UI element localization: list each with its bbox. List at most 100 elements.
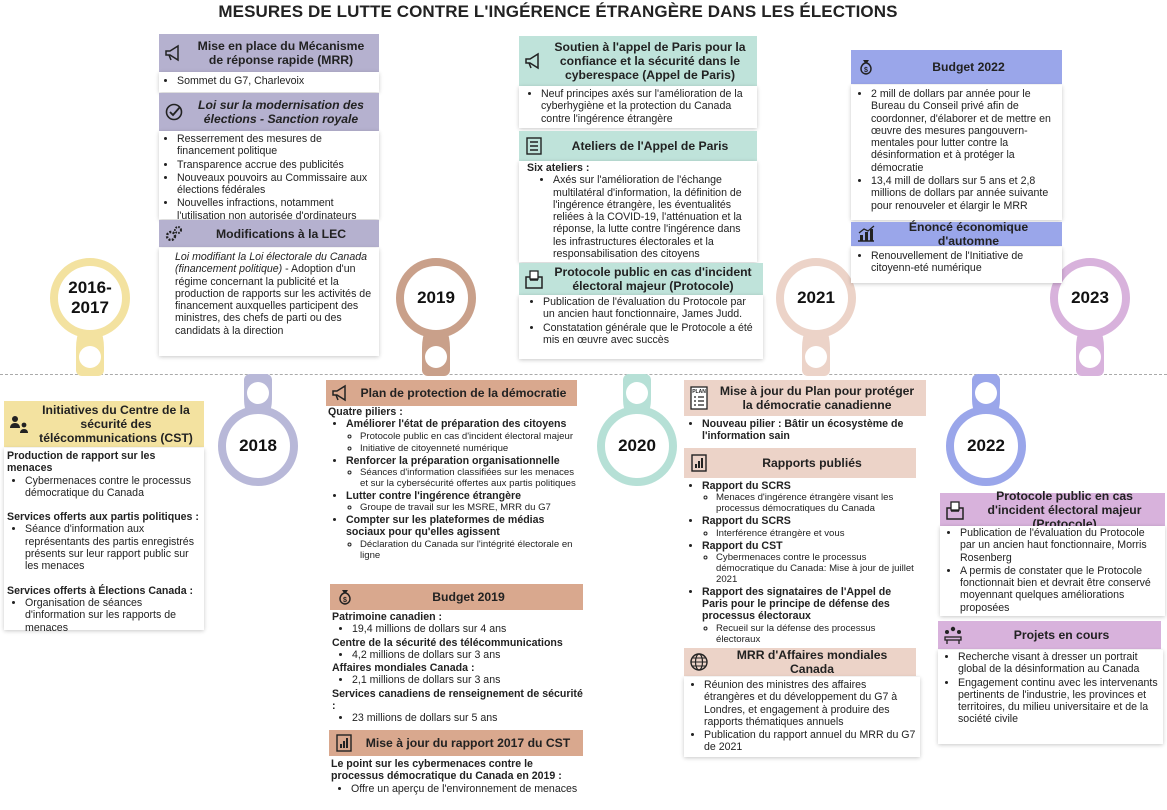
budget-group: Services canadiens de renseignement de s… (332, 687, 583, 713)
mrrAM-header: MRR d'Affaires mondiales Canada (684, 648, 916, 676)
plan2020-header: PLAN Mise à jour du Plan pour protéger l… (684, 380, 926, 416)
year-label-2020: 2020 (597, 406, 677, 486)
cst-section-3: Services offerts à Élections Canada : (7, 584, 194, 597)
mrr-header: Mise en place du Mécanisme de réponse ra… (159, 34, 379, 72)
year-pin-2021: 2021 (776, 258, 856, 376)
list-item: A permis de constater que le Protocole f… (960, 565, 1161, 614)
cst2017-header: Mise à jour du rapport 2017 du CST (329, 730, 583, 756)
pillar-name: Améliorer l'état de préparation des cito… (346, 418, 567, 431)
checklist-icon (523, 135, 545, 157)
list-item: Nouveaux pouvoirs au Commissaire aux éle… (177, 172, 375, 197)
globe-icon (688, 651, 710, 673)
page-title: MESURES DE LUTTE CONTRE L'INGÉRENCE ÉTRA… (218, 2, 898, 21)
list-item: Menaces d'ingérence étrangère visant les… (716, 492, 916, 514)
list-item: Organisation de séances d'information su… (25, 597, 201, 634)
year-label-2018: 2018 (218, 406, 298, 486)
list-item: Interférence étrangère et vous (716, 528, 916, 539)
mrrAM-title: MRR d'Affaires mondiales Canada (736, 648, 888, 676)
loi-header: Loi sur la modernisation des élections -… (159, 93, 379, 131)
ateliers-lead: Six ateliers : (527, 162, 590, 174)
cst-section-1: Production de rapport sur les menaces (7, 450, 156, 475)
pillar-name: Renforcer la préparation organisationnel… (346, 454, 560, 467)
budget-group: Affaires mondiales Canada : (332, 662, 475, 675)
paris-body: Neuf principes axés sur l'amélioration d… (519, 86, 757, 128)
report-name: Rapport du SCRS (702, 515, 791, 528)
year-pin-2020: 2020 (597, 374, 677, 486)
list-item: Nouveau pilier : Bâtir un écosystème de … (702, 418, 920, 443)
pillar-name: Lutter contre l'ingérence étrangère (346, 489, 522, 502)
report-chart-icon (688, 452, 710, 474)
rapports-title: Rapports publiés (762, 456, 862, 470)
year-pin-2018: 2018 (218, 374, 298, 486)
ateliers-body: Six ateliers : Axés sur l'amélioration d… (519, 161, 757, 262)
list-item: Offre un aperçu de l'environnement de me… (351, 783, 583, 795)
money-bag-icon: $ (855, 56, 877, 78)
list-item: 2 mill de dollars par année pour le Bure… (871, 88, 1058, 174)
enonce-title: Énoncé économique d'automne (908, 220, 1029, 248)
year-pin-2023: 2023 (1050, 258, 1130, 376)
list-item: Séances d'information classifiées sur le… (360, 467, 580, 489)
list-item: Cybermenaces contre le processus démocra… (716, 552, 916, 585)
loi-body: Resserrement des mesures de financement … (159, 131, 379, 222)
lec-header: Modifications à la LEC (159, 220, 379, 247)
protocole2022-body: Publication de l'évaluation du Protocole… (940, 526, 1165, 616)
year-pin-2016-2017: 2016- 2017 (50, 258, 130, 376)
list-item: 19,4 millions de dollars sur 4 ans (352, 623, 584, 635)
ballot-box-icon (523, 268, 545, 290)
cst-body: Production de rapport sur les menaces Cy… (4, 448, 204, 634)
list-item: Recherche visant à dresser un portrait g… (958, 651, 1159, 676)
megaphone-icon (330, 382, 352, 404)
list-item: 13,4 mill de dollars sur 5 ans et 2,8 mi… (871, 175, 1058, 212)
cst2017-body: Le point sur les cybermenaces contre le … (329, 758, 585, 808)
list-item: Sommet du G7, Charlevoix (177, 75, 375, 87)
list-item: Resserrement des mesures de financement … (177, 133, 375, 158)
growth-chart-icon (855, 223, 877, 245)
rapports-header: Rapports publiés (684, 448, 916, 478)
checkmark-circle-icon (163, 101, 185, 123)
projets-body: Recherche visant à dresser un portrait g… (938, 650, 1163, 744)
year-label-2022: 2022 (946, 406, 1026, 486)
money-bag-icon: $ (334, 586, 356, 608)
megaphone-icon (163, 42, 185, 64)
budget2022-header: $ Budget 2022 (851, 50, 1062, 84)
cst-header: Initiatives du Centre de la sécurité des… (4, 401, 204, 447)
list-item: Initiative de citoyenneté numérique (360, 443, 580, 454)
lec-law-name: Loi modifiant la Loi électorale du Canad… (175, 251, 367, 276)
people-network-icon (8, 413, 30, 435)
lec-text: - Adoption d'un régime concernant la pub… (175, 263, 372, 337)
plan2020-body: Nouveau pilier : Bâtir un écosystème de … (684, 418, 924, 446)
protocole2021-header: Protocole public en cas d'incident élect… (519, 263, 763, 295)
plan-icon-label: PLAN (692, 389, 706, 395)
list-item: Cybermenaces contre le processus démocra… (25, 475, 201, 500)
list-item: Recueil sur la défense des processus éle… (716, 623, 916, 645)
svg-text:$: $ (864, 67, 868, 74)
list-item: Groupe de travail sur les MSRE, MRR du G… (360, 502, 580, 513)
budget-group: Patrimoine canadien : (332, 611, 443, 623)
lec-title: Modifications à la LEC (215, 226, 347, 241)
svg-text:$: $ (343, 597, 347, 604)
plan-header: Plan de protection de la démocratie (326, 380, 577, 406)
plan-title: Plan de protection de la démocratie (360, 386, 567, 400)
year-label-2021: 2021 (776, 258, 856, 338)
list-item: Publication de l'évaluation du Protocole… (960, 527, 1161, 564)
list-item: Protocole public en cas d'incident élect… (360, 431, 580, 442)
enonce-header: Énoncé économique d'automne (851, 220, 1062, 248)
mrr-title: Mise en place du Mécanisme de réponse ra… (197, 39, 365, 67)
cst-title: Initiatives du Centre de la sécurité des… (39, 403, 193, 445)
budget2022-title: Budget 2022 (932, 60, 1005, 74)
year-pin-2022: 2022 (946, 374, 1026, 486)
protocole2021-title: Protocole public en cas d'incident élect… (554, 265, 752, 293)
list-item: Constatation générale que le Protocole a… (543, 322, 759, 347)
protocole2022-header: Protocole public en cas d'incident élect… (940, 489, 1165, 531)
list-item: Neuf principes axés sur l'amélioration d… (541, 88, 753, 125)
year-label-2019: 2019 (396, 258, 476, 338)
budget2019-header: $ Budget 2019 (330, 584, 583, 610)
meeting-icon (942, 624, 964, 646)
mrr-body: Sommet du G7, Charlevoix (159, 72, 379, 92)
paris-title: Soutien à l'appel de Paris pour la confi… (554, 40, 746, 82)
plan-body: Quatre piliers : Améliorer l'état de pré… (326, 406, 582, 582)
projets-title: Projets en cours (1013, 628, 1110, 642)
report-name: Rapport des signataires de l'Appel de Pa… (702, 585, 892, 623)
loi-title: Loi sur la modernisation des élections -… (198, 98, 364, 126)
protocole2021-body: Publication de l'évaluation du Protocole… (519, 295, 763, 359)
